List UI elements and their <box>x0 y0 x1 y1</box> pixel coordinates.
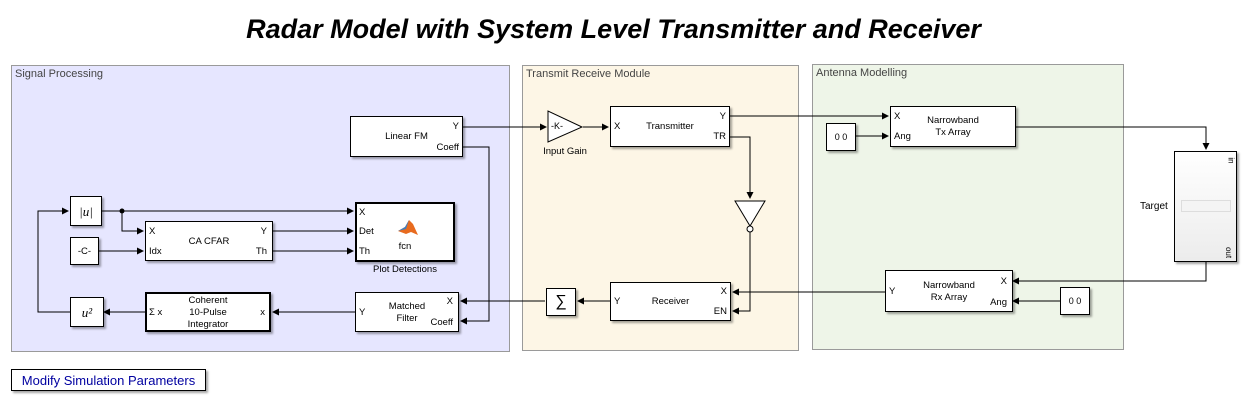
tx-array-block[interactable]: Narrowband Tx Array X Ang <box>890 106 1016 147</box>
input-gain-block <box>547 110 584 143</box>
rx-array-line1: Narrowband <box>923 280 975 291</box>
rx-array-block[interactable]: Narrowband Rx Array Y X Ang <box>885 270 1013 312</box>
ca-cfar-x-port: X <box>149 226 156 237</box>
wire-not-to-en <box>732 232 751 315</box>
matched-filter-coeff-port: Coeff <box>430 317 453 328</box>
wire-target-to-rxarray <box>1012 262 1207 285</box>
transmitter-y-port: Y <box>719 111 726 122</box>
matched-filter-y-port: Y <box>359 307 366 318</box>
constant-block[interactable]: -C- <box>70 237 99 265</box>
antenna-modelling-label: Antenna Modelling <box>816 67 908 79</box>
receiver-y-port: Y <box>614 296 621 307</box>
wire-txarray-to-target <box>1016 126 1210 150</box>
receiver-block[interactable]: Receiver Y X EN <box>610 282 731 321</box>
tx-array-ang-port: Ang <box>894 131 911 142</box>
transmitter-label: Transmitter <box>646 121 694 132</box>
ca-cfar-block[interactable]: CA CFAR X Idx Y Th <box>145 221 273 261</box>
receiver-label: Receiver <box>651 296 690 307</box>
plot-x-port: X <box>359 207 366 218</box>
transmit-receive-label: Transmit Receive Module <box>526 68 651 80</box>
plot-fcn-label: fcn <box>398 241 412 252</box>
linear-fm-label: Linear FM <box>385 131 428 142</box>
tx-array-line2: Tx Array <box>935 127 971 138</box>
target-out-port: out <box>1223 246 1233 259</box>
inverter-block <box>734 200 766 227</box>
transmitter-block[interactable]: Transmitter X Y TR <box>610 106 730 147</box>
target-in-port: in <box>1226 157 1236 164</box>
matched-filter-line1: Matched <box>388 301 426 312</box>
signal-processing-label: Signal Processing <box>15 68 104 80</box>
input-gain-label: -K- <box>551 121 563 131</box>
ca-cfar-idx-port: Idx <box>149 246 162 257</box>
plot-detections-caption: Plot Detections <box>373 264 437 275</box>
rx-array-x-port: X <box>1000 276 1007 287</box>
matched-filter-x-port: X <box>446 296 453 307</box>
rx-angle-constant-block[interactable]: 0 0 <box>1060 287 1090 315</box>
plot-th-port: Th <box>359 246 371 257</box>
target-label: Target <box>1140 201 1168 212</box>
square-label: u² <box>81 305 93 320</box>
input-gain-caption: Input Gain <box>543 146 587 157</box>
integrator-line3: Integrator <box>187 319 229 330</box>
ca-cfar-label: CA CFAR <box>188 236 230 247</box>
transmitter-x-port: X <box>614 121 621 132</box>
wire-sq-to-abs <box>37 207 70 313</box>
transmitter-tr-port: TR <box>713 131 726 142</box>
rx-array-y-port: Y <box>889 286 896 297</box>
wire-fm-coeff <box>460 146 490 325</box>
tx-angle-constant-label: 0 0 <box>834 132 848 142</box>
sum-block[interactable]: ∑ <box>546 288 576 316</box>
wire-abs-to-cfar <box>121 211 144 235</box>
tx-array-line1: Narrowband <box>927 115 979 126</box>
diagram-title: Radar Model with System Level Transmitte… <box>246 14 981 44</box>
rx-array-line2: Rx Array <box>930 292 968 303</box>
rx-angle-constant-label: 0 0 <box>1068 296 1082 306</box>
linear-fm-y-port: Y <box>452 121 459 132</box>
integrator-sum-port: Σ x <box>149 307 163 318</box>
receiver-x-port: X <box>720 286 727 297</box>
modify-simulation-parameters-button[interactable]: Modify Simulation Parameters <box>11 369 206 391</box>
inverter-bubble <box>746 225 754 233</box>
linear-fm-coeff-port: Coeff <box>436 142 459 153</box>
wire-tr-to-not <box>730 136 754 199</box>
plot-detections-block[interactable]: X Det Th fcn <box>355 202 455 262</box>
linear-fm-block[interactable]: Linear FM Y Coeff <box>350 116 463 157</box>
receiver-en-port: EN <box>713 306 727 317</box>
integrator-block[interactable]: Coherent 10-Pulse Integrator Σ x x <box>145 292 271 332</box>
ca-cfar-th-port: Th <box>255 246 267 257</box>
integrator-line1: Coherent <box>188 295 228 306</box>
matlab-logo-icon <box>398 220 418 235</box>
integrator-line2: 10-Pulse <box>189 307 227 318</box>
matched-filter-line2: Filter <box>396 313 418 324</box>
tx-angle-constant-block[interactable]: 0 0 <box>826 123 856 151</box>
target-block-icon <box>1181 200 1231 212</box>
abs-block[interactable]: |u| <box>70 196 102 226</box>
constant-label: -C- <box>77 246 92 257</box>
target-block[interactable]: in out <box>1174 151 1237 262</box>
matched-filter-block[interactable]: Matched Filter Y X Coeff <box>355 292 459 332</box>
sum-label: ∑ <box>555 293 567 310</box>
integrator-x-port: x <box>260 307 265 318</box>
tx-array-x-port: X <box>894 111 901 122</box>
ca-cfar-y-port: Y <box>260 226 267 237</box>
abs-label: |u| <box>79 204 93 219</box>
square-block[interactable]: u² <box>70 297 104 327</box>
rx-array-ang-port: Ang <box>990 297 1007 308</box>
branch-point <box>119 208 125 214</box>
plot-det-port: Det <box>359 226 374 237</box>
